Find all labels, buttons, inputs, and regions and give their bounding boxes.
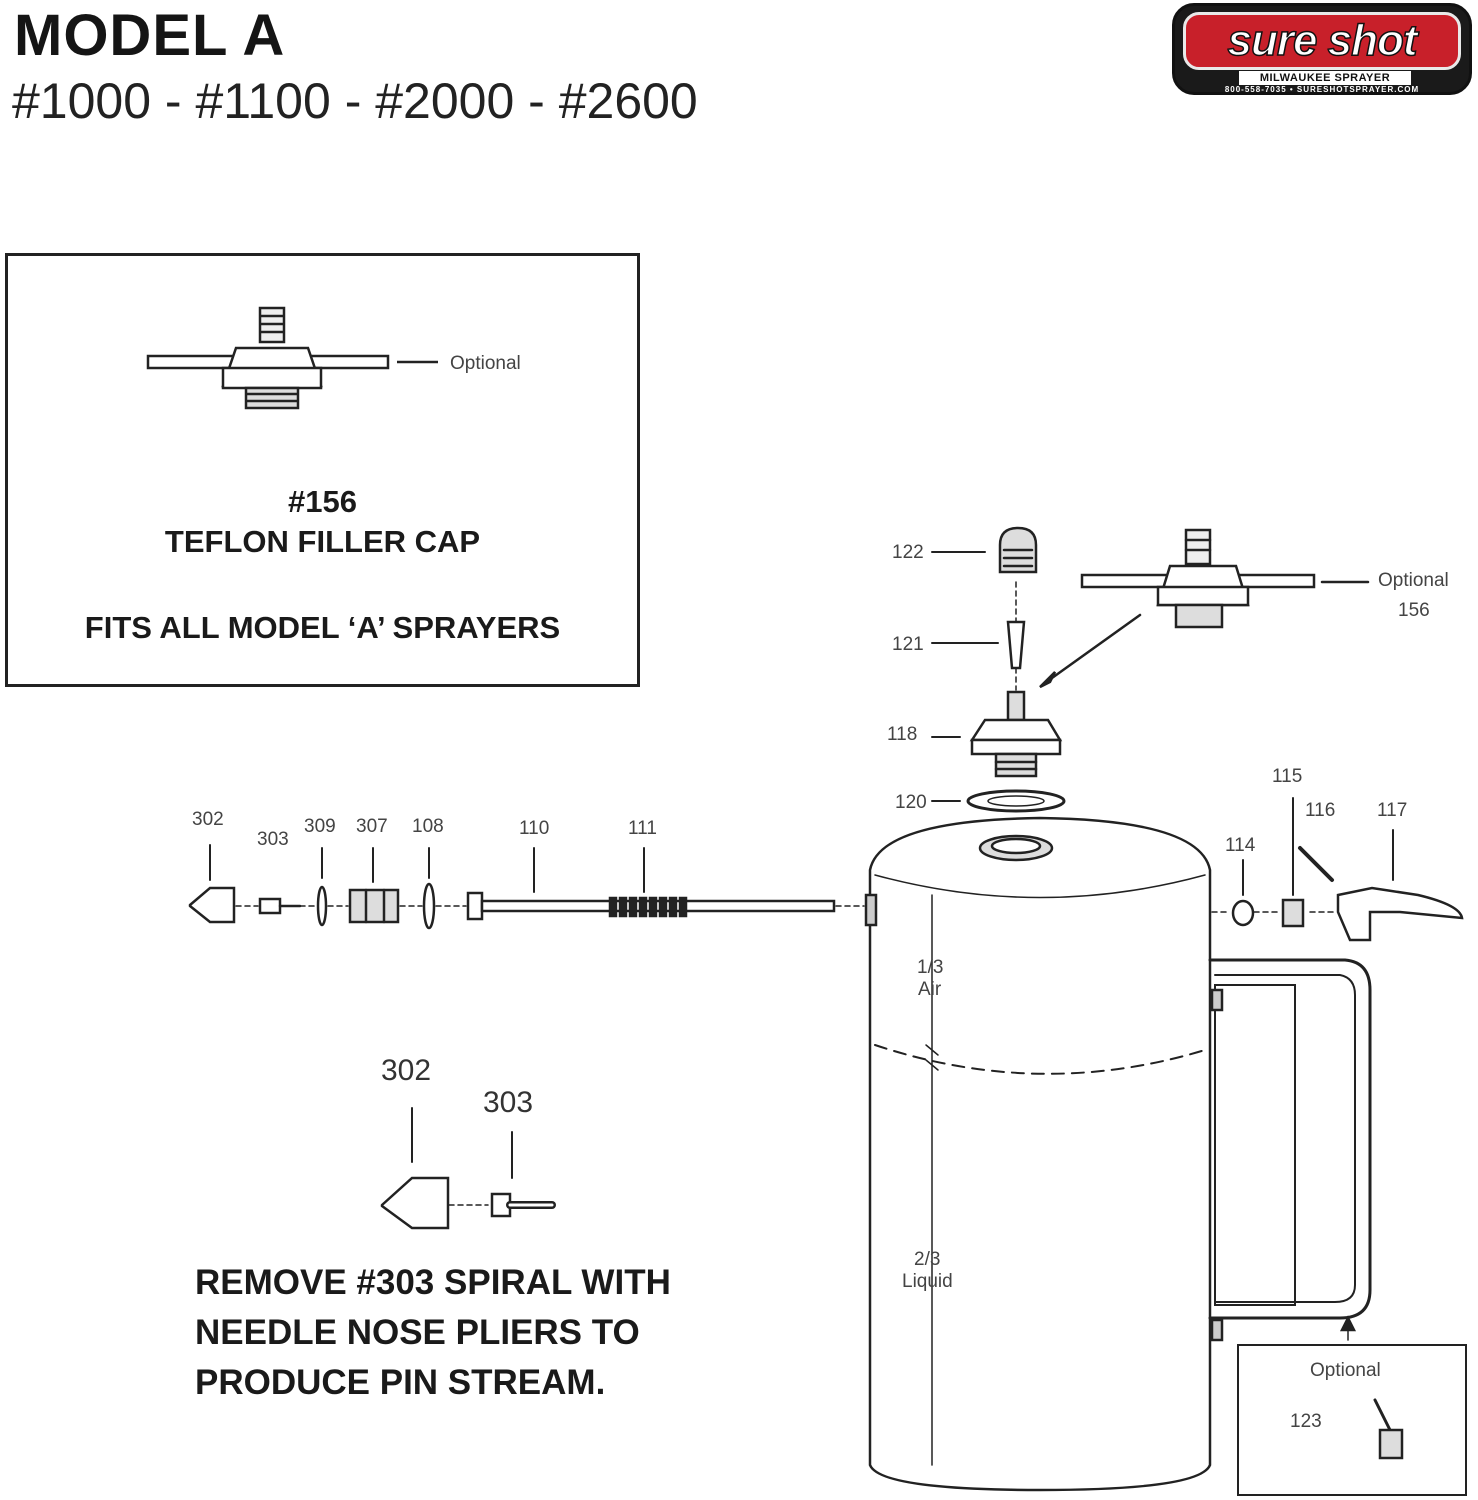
pin-stream-note: REMOVE #303 SPIRAL WITH NEEDLE NOSE PLIE… [195,1258,795,1408]
part-111-spring [608,896,688,918]
part-118-cap [1006,690,1026,722]
logo-subtitle: MILWAUKEE SPRAYER [1239,71,1411,85]
logo-contact: 800-558-7035 • SURESHOTSPRAYER.COM [1224,85,1420,94]
label-air-fraction: 1/3 [917,957,943,978]
note-line-3: PRODUCE PIN STREAM. [195,1363,606,1402]
label-120: 120 [895,792,927,813]
tank-handle [1208,958,1372,1320]
detail-302-nozzle [380,1176,450,1230]
label-optional: Optional [1378,570,1449,591]
label-303: 303 [257,829,289,850]
label-302: 302 [192,809,224,830]
inset-optional-label: Optional [450,353,521,374]
label-air: Air [918,979,942,1000]
filler-cap-drawing: Optional [146,306,521,410]
part-302-nozzle [188,886,236,924]
part-110-tube-end [466,891,484,921]
part-123-valve [1373,1398,1392,1432]
part-121-valve [1006,620,1026,670]
part-303-spiral [258,897,282,915]
label-108: 108 [412,816,444,837]
part-117-handle [1336,886,1464,942]
note-line-1: REMOVE #303 SPIRAL WITH [195,1263,671,1302]
optional-123-box [1237,1344,1467,1496]
label-123: 123 [1290,1411,1322,1432]
label-307: 307 [356,816,388,837]
logo-wordmark: sure shot [1227,15,1419,66]
label-optional-123: Optional [1310,1360,1381,1381]
filler-cap-inset: Optional #156 TEFLON FILLER CAP FITS ALL… [5,253,640,687]
label-117: 117 [1377,800,1407,821]
part-108-gasket [422,882,436,930]
logo-badge: sure shot [1183,12,1461,70]
tank-body [868,816,1212,1492]
label-111: 111 [628,818,657,839]
label-110: 110 [519,818,549,839]
model-numbers: #1000 - #1100 - #2000 - #2600 [12,73,698,129]
label-114: 114 [1225,835,1256,856]
part-309-washer [316,885,328,927]
inset-part-name: TEFLON FILLER CAP [164,524,481,559]
part-115-plunger [1281,898,1305,928]
label-116: 116 [1305,800,1335,821]
part-116-pin [1298,846,1334,882]
detail-label-303: 303 [483,1086,533,1119]
inset-part-number: #156 [288,484,357,519]
part-110-tube [480,899,836,913]
fill-line [874,1044,1206,1075]
part-156-filler-cap [1184,528,1212,566]
note-line-2: NEEDLE NOSE PLIERS TO [195,1313,640,1352]
inset-fit-note: FITS ALL MODEL ‘A’ SPRAYERS [84,610,561,645]
brand-logo: sure shot MILWAUKEE SPRAYER 800-558-7035… [1172,3,1472,95]
label-118: 118 [887,724,917,745]
label-115: 115 [1272,766,1302,787]
label-156: 156 [1398,600,1430,621]
label-122: 122 [892,542,924,563]
label-309: 309 [304,816,336,837]
page-title: MODEL A [14,3,286,68]
part-307-nut [348,888,400,924]
detail-label-302: 302 [381,1054,431,1087]
part-114-oring [1231,899,1255,927]
label-liquid-fraction: 2/3 [914,1249,940,1270]
label-liquid: Liquid [902,1271,953,1292]
label-121: 121 [892,634,924,655]
